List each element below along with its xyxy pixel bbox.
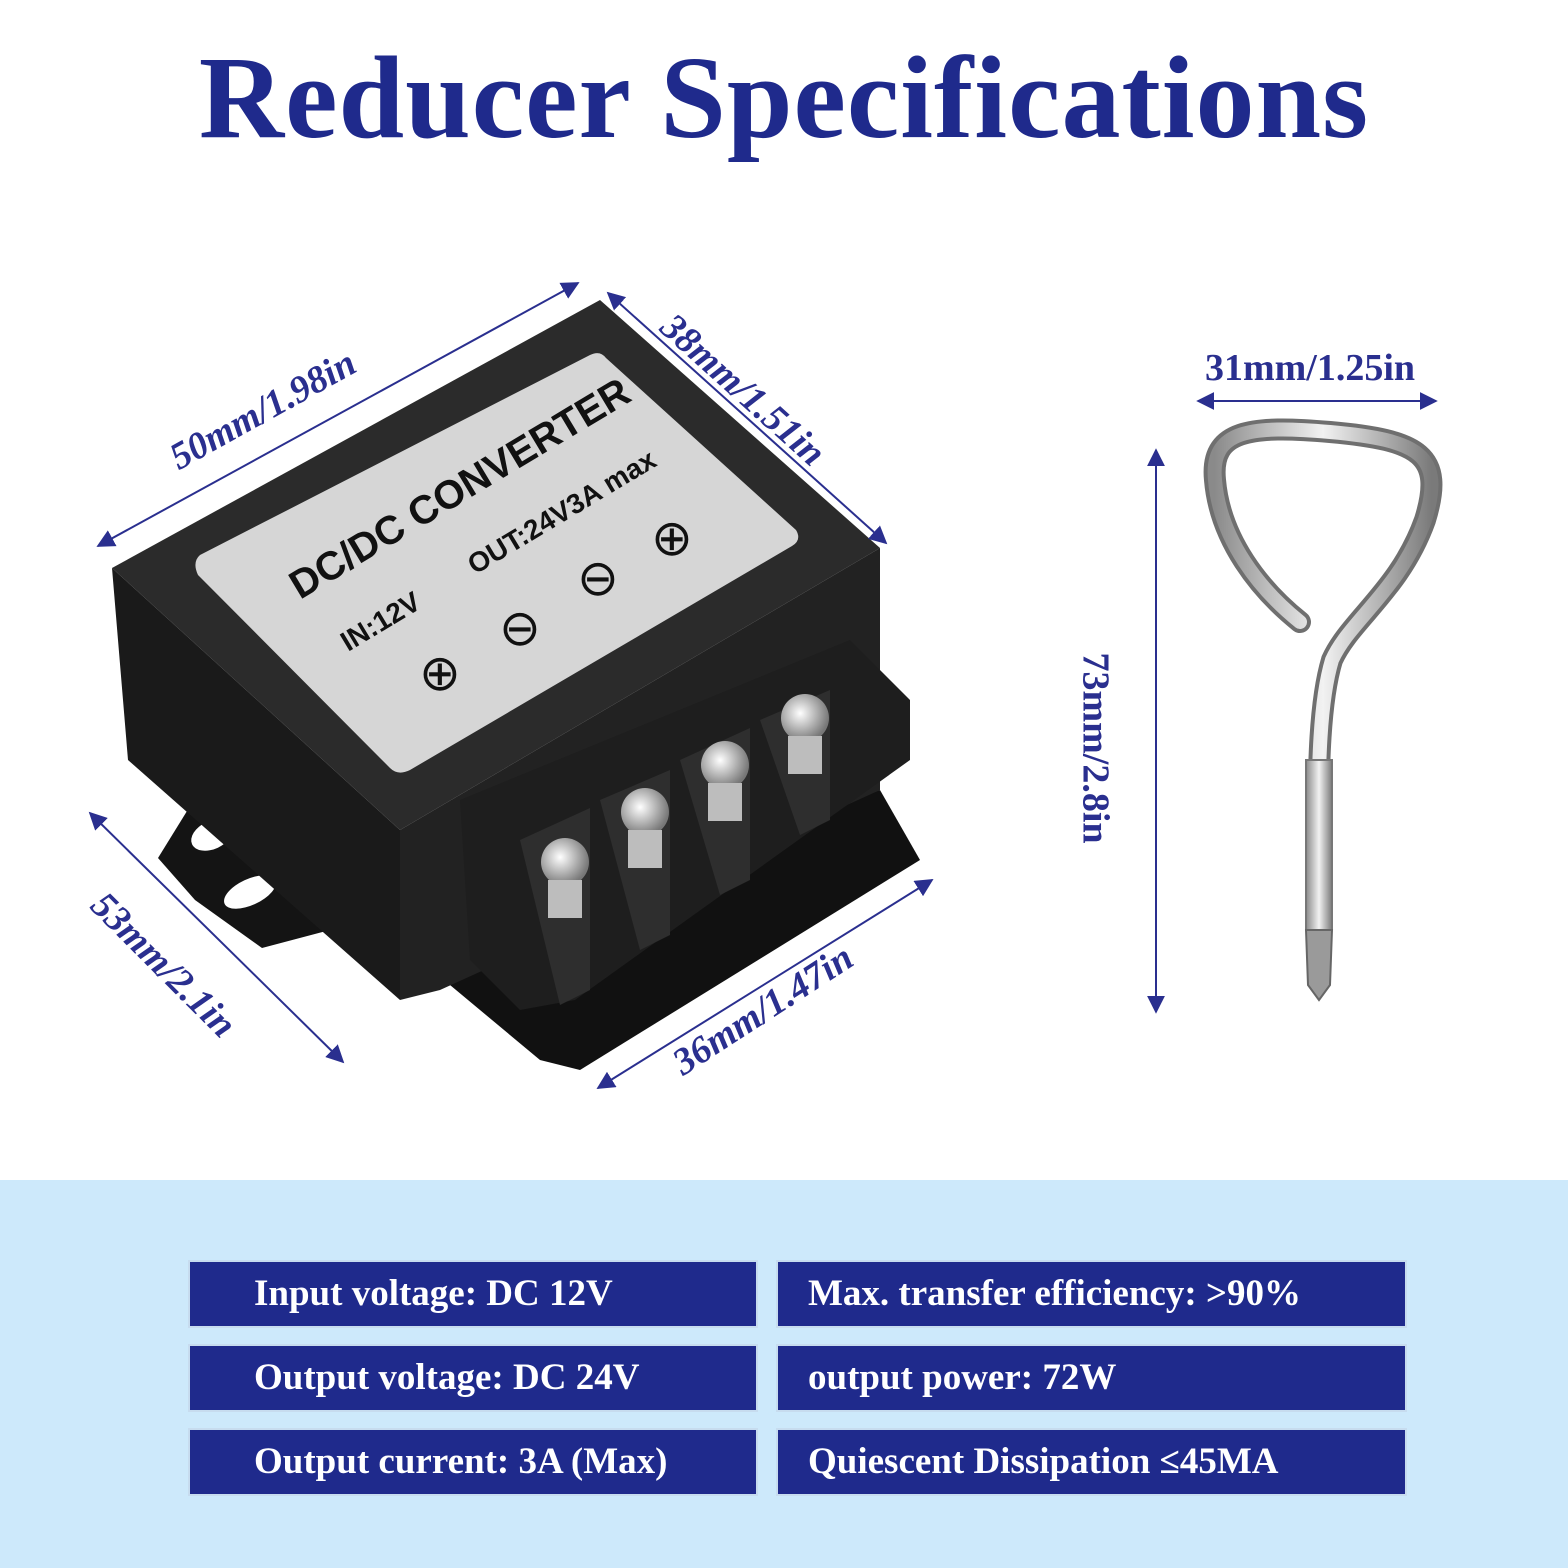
terminal-symbol-1: ⊕ [419,644,461,702]
spec-output-power: output power: 72W [776,1344,1407,1412]
dimension-lines [88,282,1438,1089]
page-title: Reducer Specifications [198,32,1370,163]
dim-line-tab [88,811,345,1064]
spec-efficiency: Max. transfer efficiency: >90% [776,1260,1407,1328]
specs-band: Input voltage: DC 12V Max. transfer effi… [0,1180,1568,1568]
terminal-block [460,640,910,1010]
product-diagram: DC/DC CONVERTER OUT:24V3A max IN:12V ⊕ ⊖… [83,282,1443,1089]
terminal-symbol-2: ⊖ [499,599,541,657]
dim-line-width [606,291,888,545]
terminal-symbol-3: ⊖ [577,549,619,607]
spec-output-voltage: Output voltage: DC 24V [188,1344,758,1412]
dim-line-length [96,282,580,547]
spec-input-voltage: Input voltage: DC 12V [188,1260,758,1328]
dim-label-tool-length: 73mm/2.8in [1074,652,1117,844]
spec-output-current: Output current: 3A (Max) [188,1428,758,1496]
terminal-symbol-4: ⊕ [651,509,693,567]
spec-quiescent: Quiescent Dissipation ≤45MA [776,1428,1407,1496]
product-illustration: DC/DC CONVERTER OUT:24V3A max IN:12V ⊕ ⊖… [88,282,1443,1089]
dim-line-terminal [596,879,934,1089]
wrench-icon [1203,418,1443,1002]
dim-label-tool-width: 31mm/1.25in [1205,347,1416,389]
